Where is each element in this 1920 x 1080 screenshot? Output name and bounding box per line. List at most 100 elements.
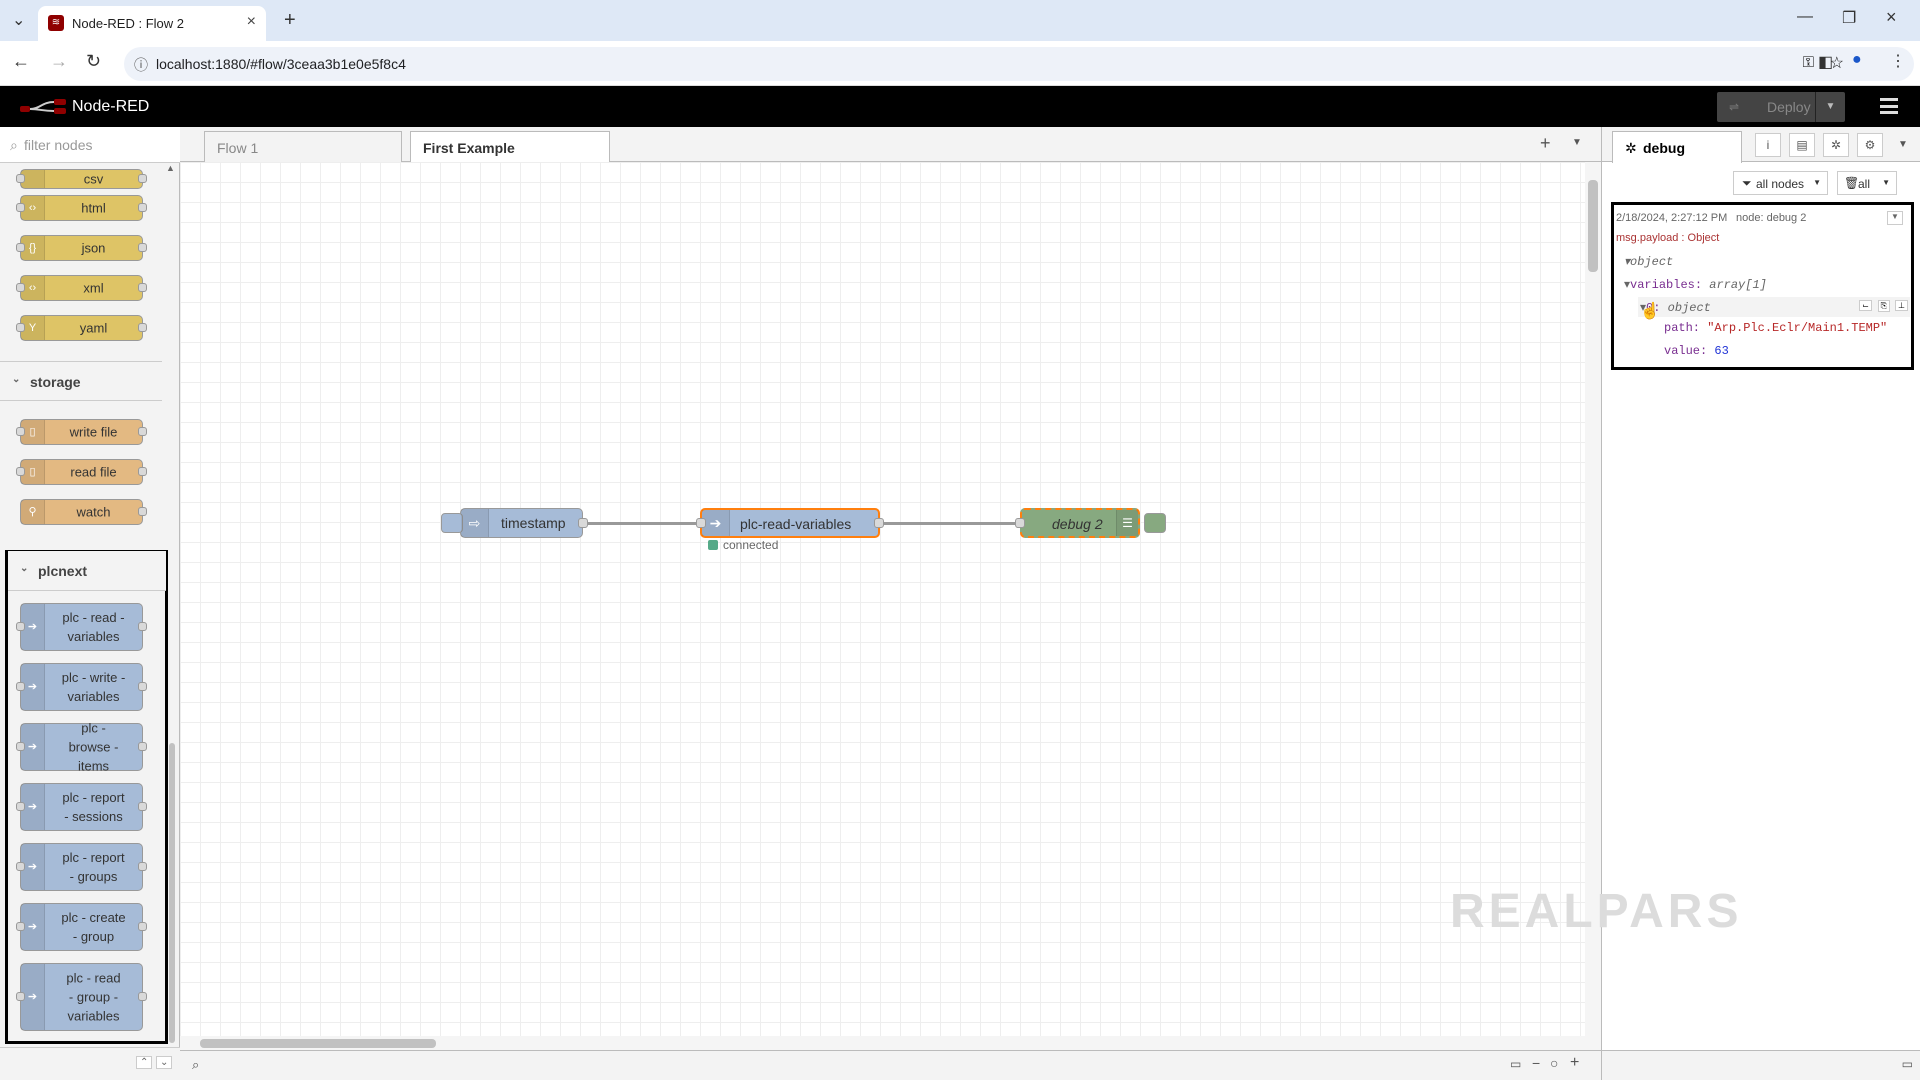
tab-debug[interactable]: ✲ debug [1612,131,1742,163]
palette-node-label: plc - read - group - variables [66,970,121,1024]
tree-item-0[interactable]: ▾0: object ☝ ⌙ ⎘ ⊥ [1638,297,1910,320]
tree-variables[interactable]: ▾variables: array[1] [1624,277,1767,292]
navigator-icon[interactable]: ▭ [1510,1057,1522,1071]
zoom-in-icon[interactable]: + [1570,1054,1580,1071]
deploy-button[interactable]: ⇌ Deploy ▼ [1717,92,1845,122]
bug-tab-icon[interactable]: ✲ [1823,133,1849,157]
site-info-icon[interactable]: ⓘ [134,57,148,73]
tree-root[interactable]: ▾object [1624,254,1673,269]
tab-first-example[interactable]: First Example [410,131,610,163]
palette-footer: ⌃ ⌄ [0,1047,180,1080]
sidebar-footer: ▭ [1602,1050,1920,1080]
input-port[interactable] [696,518,706,528]
input-port [16,467,25,476]
category-storage[interactable]: ⌄ storage [0,361,162,401]
pin-icon[interactable]: ⊥ [1895,300,1908,311]
inject-button[interactable] [441,513,463,533]
popout-icon[interactable]: ▭ [1901,1057,1913,1071]
palette-node-plc-read-group-variables[interactable]: ➔plc - read - group - variables [16,963,147,1031]
browser-tab[interactable]: ≋ Node-RED : Flow 2 × [38,6,266,41]
tab-search-icon[interactable]: ⌄ [12,12,26,29]
flow-list-icon[interactable]: ▼ [1572,137,1582,148]
palette-node-csv[interactable]: csv [16,169,147,189]
clear-messages-button[interactable]: 🗑 all ▼ [1837,171,1897,195]
filter-nodes-input[interactable]: ⌕ filter nodes [0,127,180,163]
zoom-reset-icon[interactable]: ○ [1550,1055,1559,1071]
tab-flow-1[interactable]: Flow 1 [204,131,402,162]
reload-icon[interactable]: ↻ [86,51,102,71]
palette-node-watch[interactable]: ⚲watch [20,499,147,525]
filter-all-nodes-button[interactable]: ⏷ all nodes ▼ [1733,171,1828,195]
palette-scroll-thumb[interactable] [169,743,175,1043]
output-port [138,862,147,871]
main-menu-icon[interactable] [1880,98,1898,114]
arrow-right-icon: ➔ [702,510,730,536]
zoom-out-icon[interactable]: − [1532,1055,1541,1071]
close-window-icon[interactable]: × [1886,7,1897,27]
debug-toggle-button[interactable] [1144,513,1166,533]
palette-node-write-file[interactable]: ▯write file [16,419,147,445]
expand-all-icon[interactable]: ⌄ [156,1056,173,1069]
password-key-icon[interactable]: ⚿ [1802,54,1814,71]
back-icon[interactable]: ← [12,51,30,71]
node-palette: ⌕ filter nodes csv ‹›html {}json ‹›xml Y… [0,127,180,1080]
minimize-icon[interactable]: — [1797,8,1813,25]
flow-node-plc-read-variables[interactable]: ➔ plc-read-variables [696,508,884,538]
close-tab-icon[interactable]: × [246,13,256,30]
canvas-vscroll-thumb[interactable] [1588,180,1598,272]
canvas-vertical-scrollbar[interactable] [1585,162,1601,1036]
add-flow-icon[interactable]: + [1540,133,1551,153]
canvas-horizontal-scrollbar[interactable] [180,1036,1601,1050]
book-icon[interactable]: ▤ [1789,133,1815,157]
canvas-hscroll-thumb[interactable] [200,1039,436,1048]
palette-node-json[interactable]: {}json [16,235,147,261]
palette-node-plc-browse-items[interactable]: ➔plc - browse - items [16,721,147,774]
node-label: plc-read-variables [740,516,852,532]
palette-node-plc-report-sessions[interactable]: ➔plc - report - sessions [16,783,147,831]
value-value: 63 [1714,344,1729,358]
flow-node-timestamp[interactable]: ⇨ timestamp [441,508,588,538]
flow-canvas[interactable]: ⇨ timestamp ➔ plc-read-variables connect… [180,162,1585,1036]
output-port[interactable] [578,518,588,528]
category-plcnext[interactable]: ⌄ plcnext [8,551,166,591]
deploy-options-icon[interactable]: ▼ [1815,92,1845,122]
browser-menu-icon[interactable]: ⋮ [1890,53,1906,70]
caret-down-icon: ▾ [1624,255,1631,269]
scroll-up-icon[interactable]: ▲ [166,163,175,173]
browser-tab-strip: ⌄ ≋ Node-RED : Flow 2 × + — ❐ × [0,0,1920,41]
copy-path-icon[interactable]: ⌙ [1859,300,1872,311]
sidebar-menu-icon[interactable]: ▼ [1898,139,1908,150]
collapse-all-icon[interactable]: ⌃ [136,1056,153,1069]
info-icon[interactable]: i [1755,133,1781,157]
new-tab-icon[interactable]: + [284,9,296,31]
restore-icon[interactable]: ❐ [1842,10,1857,27]
palette-node-xml[interactable]: ‹›xml [16,275,147,301]
palette-scrollbar[interactable]: ▲ [166,163,178,1043]
message-node[interactable]: node: debug 2 [1736,212,1807,224]
search-icon[interactable]: ⌕ [192,1057,200,1072]
palette-node-plc-write-variables[interactable]: ➔plc - write - variables [16,663,147,711]
workspace-tabs: Flow 1 First Example + ▼ [180,127,1601,163]
variables-key: variables: [1630,278,1703,292]
arrow-right-icon: ➔ [21,844,45,890]
side-panel-icon[interactable]: ◧ [1818,54,1834,71]
input-port[interactable] [1015,518,1025,528]
palette-node-plc-read-variables[interactable]: ➔plc - read - variables [16,603,147,651]
input-port [16,427,25,436]
copy-value-icon[interactable]: ⎘ [1877,300,1890,312]
debug-message[interactable]: 2/18/2024, 2:27:12 PM node: debug 2 ▼ ms… [1611,202,1914,370]
palette-node-plc-report-groups[interactable]: ➔plc - report - groups [16,843,147,891]
output-port[interactable] [874,518,884,528]
palette-node-plc-create-group[interactable]: ➔plc - create - group [16,903,147,951]
message-menu-icon[interactable]: ▼ [1887,211,1903,225]
gear-icon[interactable]: ⚙ [1857,133,1883,157]
palette-node-html[interactable]: ‹›html [16,195,147,221]
item-type: object [1667,301,1711,315]
url-input[interactable]: ⓘ localhost:1880/#flow/3ceaa3b1e0e5f8c4 … [124,47,1914,81]
bookmark-star-icon[interactable]: ☆ [1829,55,1844,72]
flow-node-debug-2[interactable]: debug 2 ☰ [1015,508,1166,538]
forward-icon[interactable]: → [50,51,68,71]
palette-node-read-file[interactable]: ▯read file [16,459,147,485]
profile-icon[interactable]: ● [1852,51,1862,68]
